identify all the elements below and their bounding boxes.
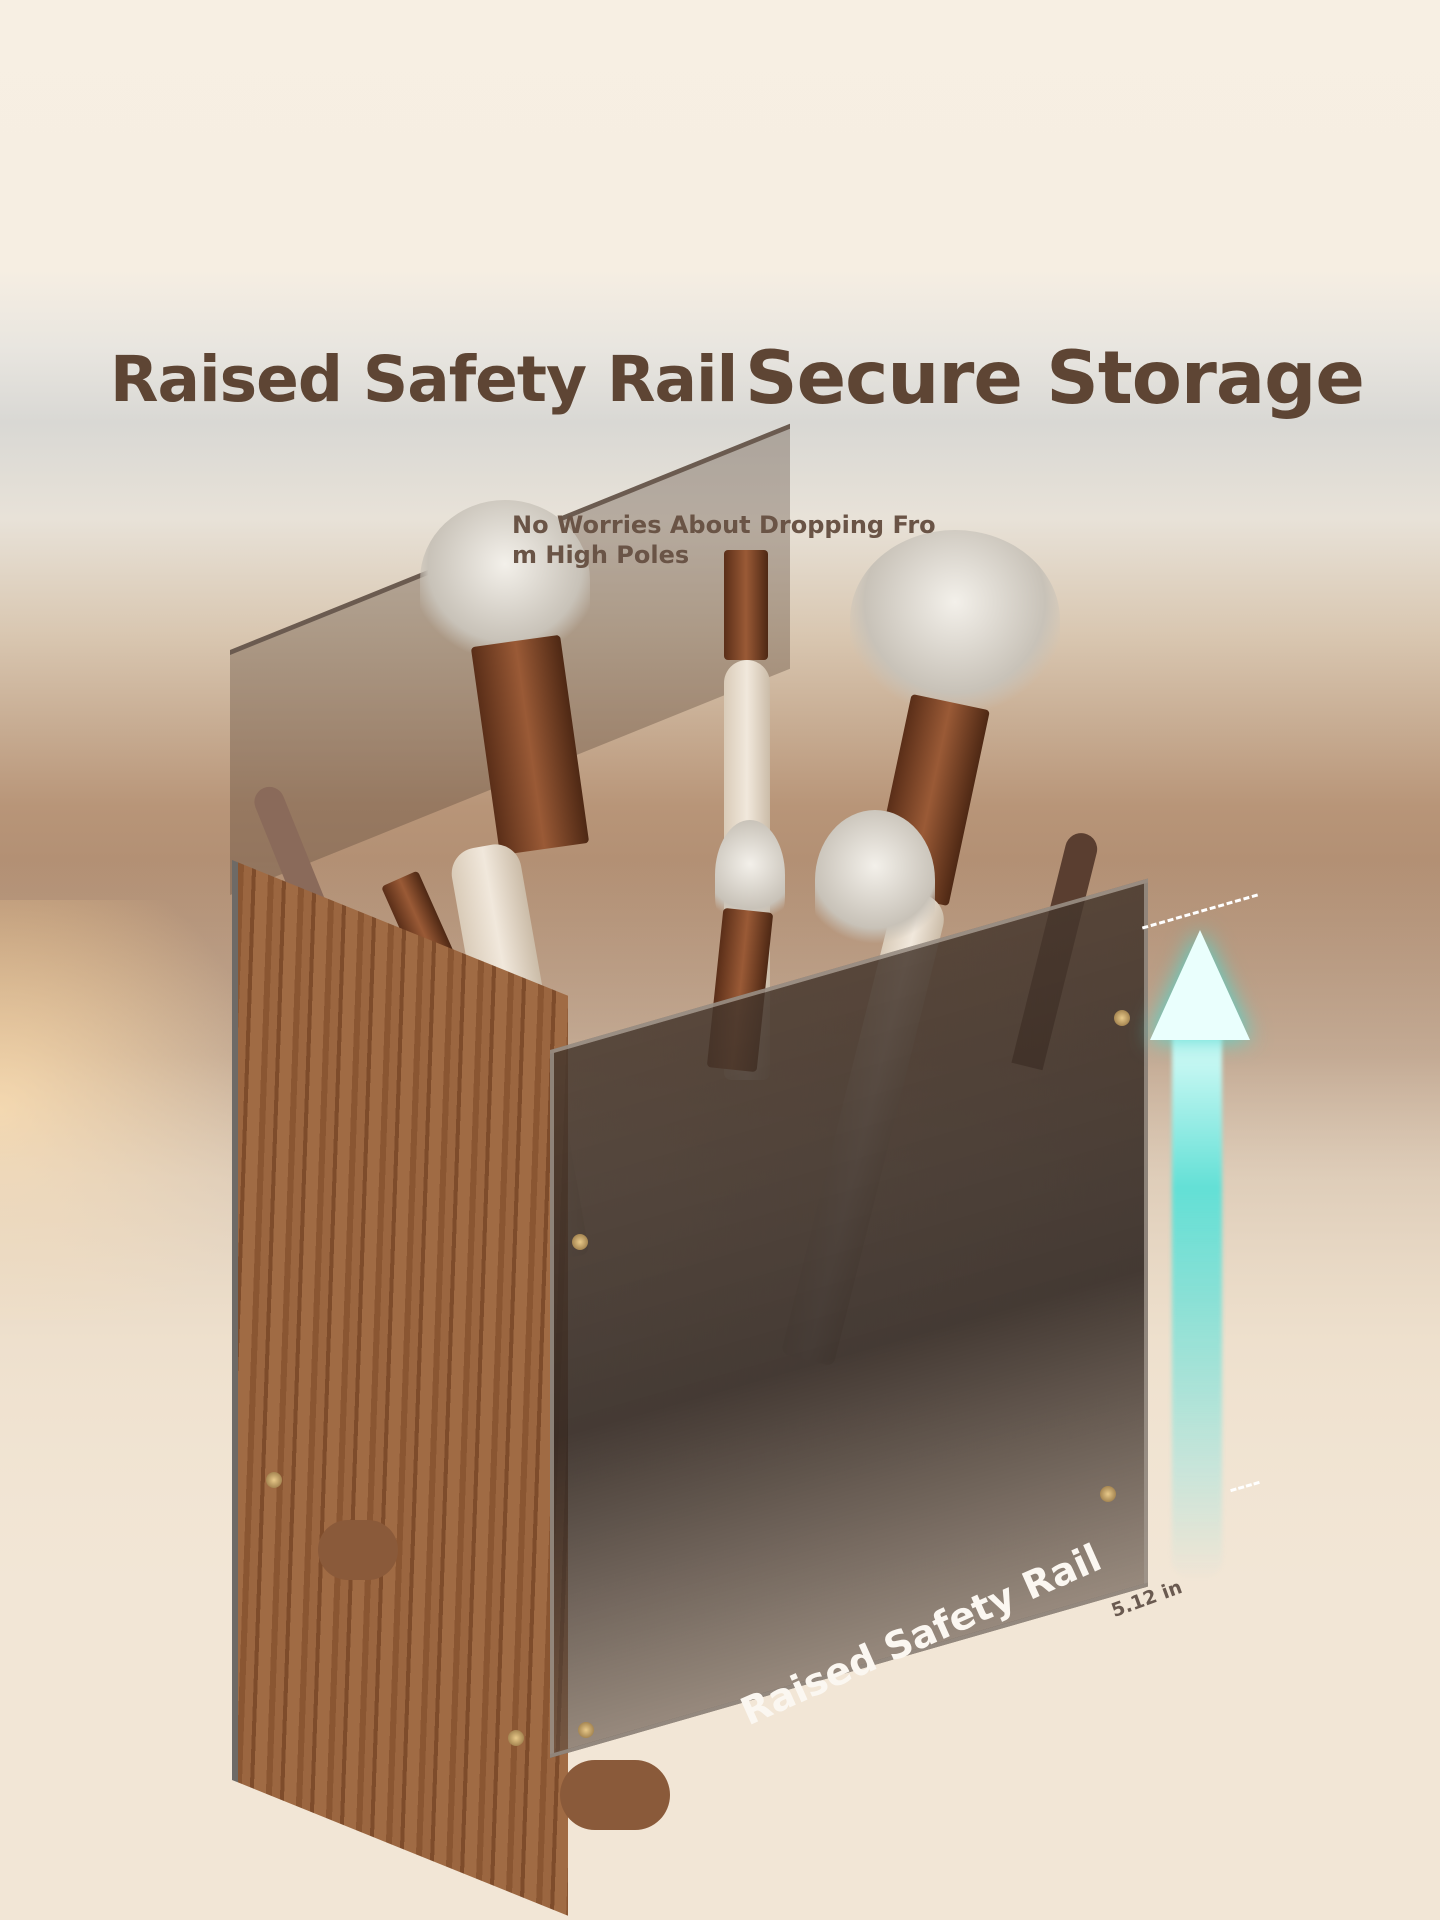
arrow-up-icon — [1150, 930, 1250, 1040]
screw — [266, 1472, 282, 1488]
holder-foot — [318, 1520, 398, 1580]
brush-ferrule — [724, 550, 768, 660]
screw — [578, 1722, 594, 1738]
headline-left: Raised Safety Rail — [110, 343, 738, 416]
wooden-side-panel — [232, 860, 568, 1916]
height-arrow-shaft — [1172, 1020, 1222, 1580]
screw — [1100, 1486, 1116, 1502]
brush-head — [420, 500, 590, 660]
brush-head — [815, 810, 935, 950]
screw — [508, 1730, 524, 1746]
headline-right: Secure Storage — [745, 336, 1365, 421]
subtitle: No Worries About Dropping From High Pole… — [512, 511, 936, 569]
screw — [572, 1234, 588, 1250]
screw — [1114, 1010, 1130, 1026]
brush-head — [850, 530, 1060, 710]
holder-foot — [560, 1760, 670, 1830]
acrylic-front-panel — [550, 878, 1148, 1758]
